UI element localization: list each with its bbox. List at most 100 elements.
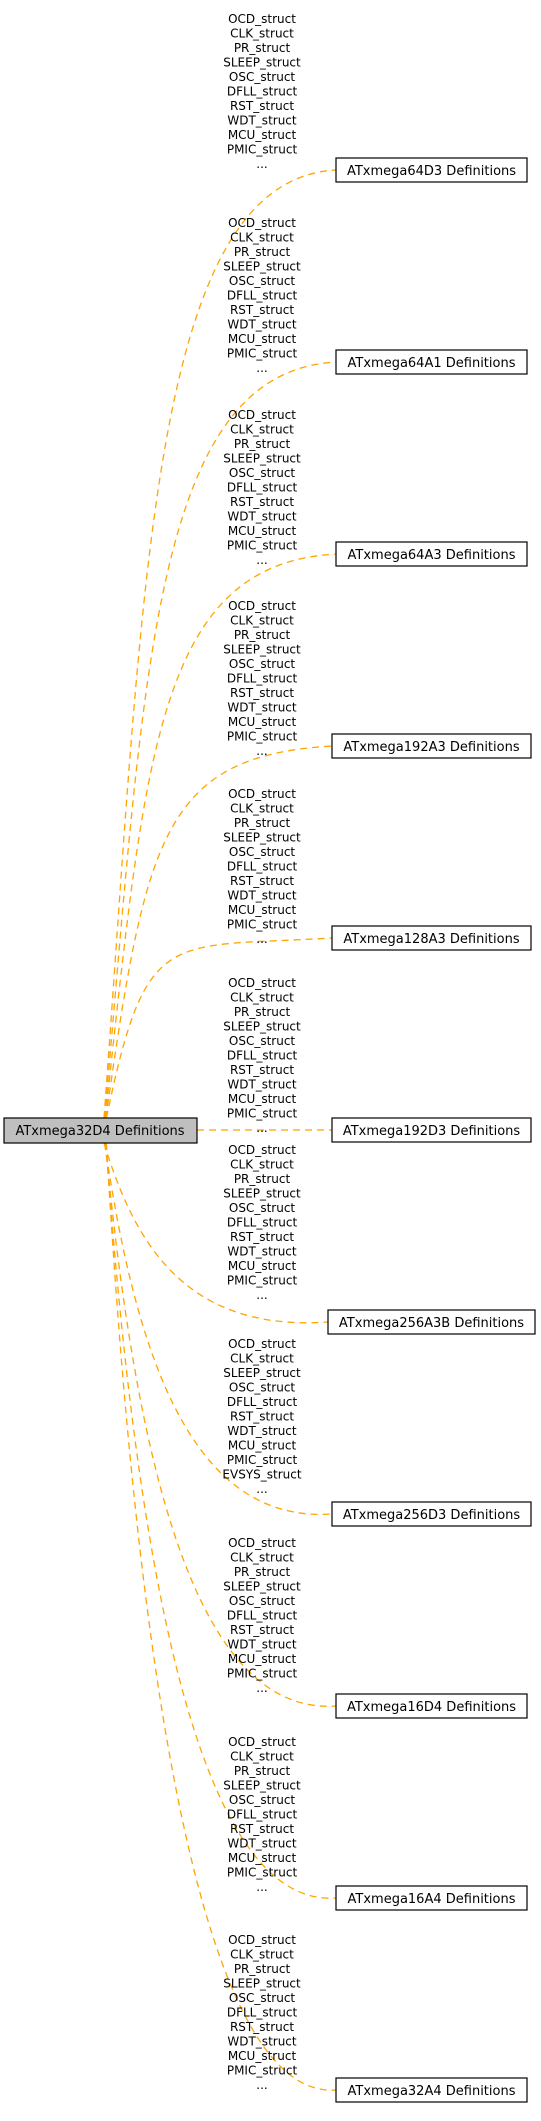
- struct-label[interactable]: RST_struct: [230, 1410, 294, 1424]
- struct-label[interactable]: WDT_struct: [227, 510, 297, 524]
- struct-label[interactable]: MCU_struct: [228, 1259, 297, 1273]
- struct-label[interactable]: ...: [256, 1880, 267, 1894]
- struct-label[interactable]: OCD_struct: [228, 599, 296, 613]
- struct-label[interactable]: DFLL_struct: [227, 2006, 298, 2020]
- struct-label[interactable]: PMIC_struct: [227, 143, 298, 157]
- struct-label[interactable]: RST_struct: [230, 874, 294, 888]
- struct-label[interactable]: ...: [256, 361, 267, 375]
- struct-label[interactable]: WDT_struct: [227, 114, 297, 128]
- struct-label[interactable]: PMIC_struct: [227, 1453, 298, 1467]
- struct-label[interactable]: RST_struct: [230, 495, 294, 509]
- struct-label[interactable]: MCU_struct: [228, 903, 297, 917]
- struct-label[interactable]: WDT_struct: [227, 318, 297, 332]
- node-atxmega64a1-definitions[interactable]: ATxmega64A1 Definitions: [335, 349, 528, 375]
- struct-label[interactable]: CLK_struct: [230, 614, 294, 628]
- node-atxmega64a3-definitions[interactable]: ATxmega64A3 Definitions: [335, 541, 528, 567]
- struct-label[interactable]: PR_struct: [234, 41, 291, 55]
- struct-label[interactable]: EVSYS_struct: [222, 1468, 301, 1482]
- struct-label[interactable]: DFLL_struct: [227, 1808, 298, 1822]
- struct-label[interactable]: OSC_struct: [229, 657, 296, 671]
- struct-label[interactable]: WDT_struct: [227, 1245, 297, 1259]
- node-atxmega32a4-definitions[interactable]: ATxmega32A4 Definitions: [335, 2077, 528, 2103]
- struct-label[interactable]: WDT_struct: [227, 701, 297, 715]
- struct-label[interactable]: MCU_struct: [228, 1851, 297, 1865]
- struct-label[interactable]: OCD_struct: [228, 1337, 296, 1351]
- struct-label[interactable]: PMIC_struct: [227, 730, 298, 744]
- struct-label[interactable]: SLEEP_struct: [223, 1187, 301, 1201]
- struct-label[interactable]: RST_struct: [230, 99, 294, 113]
- struct-label[interactable]: WDT_struct: [227, 889, 297, 903]
- struct-label[interactable]: SLEEP_struct: [223, 1366, 301, 1380]
- struct-label[interactable]: OCD_struct: [228, 1536, 296, 1550]
- struct-label[interactable]: MCU_struct: [228, 1439, 297, 1453]
- struct-label[interactable]: WDT_struct: [227, 1837, 297, 1851]
- struct-label[interactable]: CLK_struct: [230, 1352, 294, 1366]
- struct-label[interactable]: OCD_struct: [228, 12, 296, 26]
- node-atxmega16a4-definitions[interactable]: ATxmega16A4 Definitions: [335, 1885, 528, 1911]
- struct-label[interactable]: CLK_struct: [230, 1948, 294, 1962]
- struct-label[interactable]: OSC_struct: [229, 1381, 296, 1395]
- struct-label[interactable]: RST_struct: [230, 1822, 294, 1836]
- node-atxmega192d3-definitions[interactable]: ATxmega192D3 Definitions: [331, 1117, 532, 1143]
- struct-label[interactable]: RST_struct: [230, 686, 294, 700]
- struct-label[interactable]: SLEEP_struct: [223, 1020, 301, 1034]
- struct-label[interactable]: OSC_struct: [229, 70, 296, 84]
- struct-label[interactable]: DFLL_struct: [227, 1395, 298, 1409]
- struct-label[interactable]: SLEEP_struct: [223, 1580, 301, 1594]
- struct-label[interactable]: RST_struct: [230, 1230, 294, 1244]
- struct-label[interactable]: OCD_struct: [228, 1143, 296, 1157]
- struct-label[interactable]: OSC_struct: [229, 466, 296, 480]
- struct-label[interactable]: OSC_struct: [229, 1034, 296, 1048]
- struct-label[interactable]: PR_struct: [234, 1172, 291, 1186]
- struct-label[interactable]: ...: [256, 553, 267, 567]
- struct-label[interactable]: ...: [256, 2078, 267, 2092]
- struct-label[interactable]: ...: [256, 932, 267, 946]
- struct-label[interactable]: RST_struct: [230, 2020, 294, 2034]
- struct-label[interactable]: OCD_struct: [228, 1735, 296, 1749]
- node-atxmega16d4-definitions[interactable]: ATxmega16D4 Definitions: [335, 1693, 528, 1719]
- struct-label[interactable]: DFLL_struct: [227, 289, 298, 303]
- node-atxmega256a3b-definitions[interactable]: ATxmega256A3B Definitions: [327, 1309, 536, 1335]
- struct-label[interactable]: PR_struct: [234, 437, 291, 451]
- struct-label[interactable]: WDT_struct: [227, 1424, 297, 1438]
- struct-label[interactable]: CLK_struct: [230, 423, 294, 437]
- struct-label[interactable]: DFLL_struct: [227, 860, 298, 874]
- struct-label[interactable]: SLEEP_struct: [223, 452, 301, 466]
- struct-label[interactable]: PMIC_struct: [227, 1274, 298, 1288]
- struct-label[interactable]: SLEEP_struct: [223, 56, 301, 70]
- struct-label[interactable]: OCD_struct: [228, 787, 296, 801]
- struct-label[interactable]: OSC_struct: [229, 1793, 296, 1807]
- struct-label[interactable]: SLEEP_struct: [223, 1977, 301, 1991]
- struct-label[interactable]: CLK_struct: [230, 991, 294, 1005]
- struct-label[interactable]: OCD_struct: [228, 408, 296, 422]
- main-node[interactable]: ATxmega32D4 Definitions: [3, 1117, 198, 1144]
- struct-label[interactable]: PMIC_struct: [227, 347, 298, 361]
- struct-label[interactable]: OSC_struct: [229, 1201, 296, 1215]
- struct-label[interactable]: PMIC_struct: [227, 539, 298, 553]
- struct-label[interactable]: MCU_struct: [228, 332, 297, 346]
- struct-label[interactable]: DFLL_struct: [227, 85, 298, 99]
- struct-label[interactable]: SLEEP_struct: [223, 1779, 301, 1793]
- struct-label[interactable]: PMIC_struct: [227, 918, 298, 932]
- struct-label[interactable]: PMIC_struct: [227, 2064, 298, 2078]
- struct-label[interactable]: ...: [256, 744, 267, 758]
- struct-label[interactable]: ...: [256, 157, 267, 171]
- node-atxmega128a3-definitions[interactable]: ATxmega128A3 Definitions: [331, 925, 532, 951]
- struct-label[interactable]: SLEEP_struct: [223, 260, 301, 274]
- struct-label[interactable]: MCU_struct: [228, 128, 297, 142]
- struct-label[interactable]: MCU_struct: [228, 524, 297, 538]
- struct-label[interactable]: MCU_struct: [228, 1092, 297, 1106]
- struct-label[interactable]: CLK_struct: [230, 1158, 294, 1172]
- struct-label[interactable]: PMIC_struct: [227, 1866, 298, 1880]
- struct-label[interactable]: PR_struct: [234, 1565, 291, 1579]
- struct-label[interactable]: ...: [256, 1288, 267, 1302]
- struct-label[interactable]: OSC_struct: [229, 1991, 296, 2005]
- struct-label[interactable]: PR_struct: [234, 628, 291, 642]
- struct-label[interactable]: MCU_struct: [228, 715, 297, 729]
- struct-label[interactable]: DFLL_struct: [227, 481, 298, 495]
- struct-label[interactable]: DFLL_struct: [227, 1609, 298, 1623]
- struct-label[interactable]: RST_struct: [230, 1063, 294, 1077]
- struct-label[interactable]: PMIC_struct: [227, 1667, 298, 1681]
- struct-label[interactable]: OSC_struct: [229, 845, 296, 859]
- struct-label[interactable]: OCD_struct: [228, 976, 296, 990]
